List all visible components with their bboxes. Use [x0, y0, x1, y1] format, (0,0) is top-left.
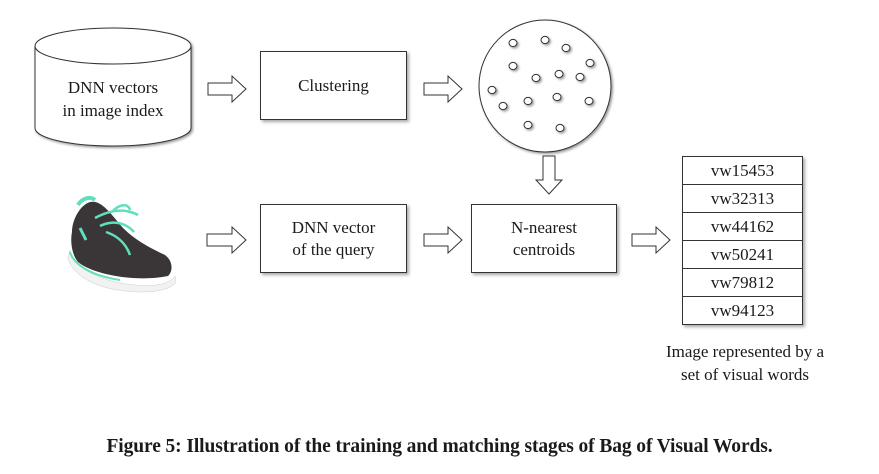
centroid-dot [540, 35, 550, 45]
note-line1: Image represented by a [665, 342, 825, 361]
nearest-line2: centroids [512, 239, 576, 259]
arrow-right-icon [206, 225, 247, 255]
centroid-dot [523, 120, 533, 130]
centroid-dot [508, 38, 518, 48]
visual-words-table: vw15453 vw32313 vw44162 vw50241 vw79812 … [682, 156, 803, 325]
database-label: DNN vectors in image index [38, 76, 188, 122]
database-label-line1: DNN vectors [67, 78, 159, 97]
visual-words-note: Image represented by a set of visual wor… [640, 340, 850, 386]
query-vector-box: DNN vector of the query [260, 204, 407, 273]
query-vector-line2: of the query [292, 239, 375, 259]
visual-word-cell: vw15453 [683, 157, 802, 185]
centroid-dot [552, 92, 562, 102]
arrow-right-icon [631, 225, 671, 255]
centroid-dot [498, 101, 508, 111]
visual-word-cell: vw44162 [683, 213, 802, 241]
centroid-dot [487, 85, 497, 95]
database-cylinder-icon [34, 27, 192, 147]
centroid-dot [561, 43, 571, 53]
visual-word-cell: vw94123 [710, 300, 775, 320]
centroid-dot [575, 72, 585, 82]
centroid-dot [554, 69, 564, 79]
query-vector-line1: DNN vector [291, 217, 376, 237]
centroid-dot [508, 61, 518, 71]
note-line2: set of visual words [681, 365, 809, 384]
arrow-down-icon [534, 155, 564, 195]
clustering-box: Clustering [260, 51, 407, 120]
figure-caption: Figure 5: Illustration of the training a… [106, 436, 773, 457]
visual-word-cell: vw32313 [683, 185, 802, 213]
visual-word-cell: vw79812 [683, 269, 802, 297]
centroid-dot [531, 73, 541, 83]
arrow-right-icon [423, 74, 463, 104]
shoe-image [67, 195, 177, 293]
database-label-line2: in image index [62, 101, 164, 120]
cluster-centroids-icon [478, 19, 612, 153]
centroid-dot [555, 123, 565, 133]
centroid-dot [523, 96, 533, 106]
arrow-right-icon [207, 74, 247, 104]
centroid-dot [585, 58, 595, 68]
arrow-right-icon [423, 225, 463, 255]
centroid-dot [584, 96, 594, 106]
nearest-line1: N-nearest [510, 217, 578, 237]
clustering-label: Clustering [298, 75, 369, 95]
visual-word-cell: vw50241 [683, 241, 802, 269]
nearest-centroids-box: N-nearest centroids [471, 204, 617, 273]
